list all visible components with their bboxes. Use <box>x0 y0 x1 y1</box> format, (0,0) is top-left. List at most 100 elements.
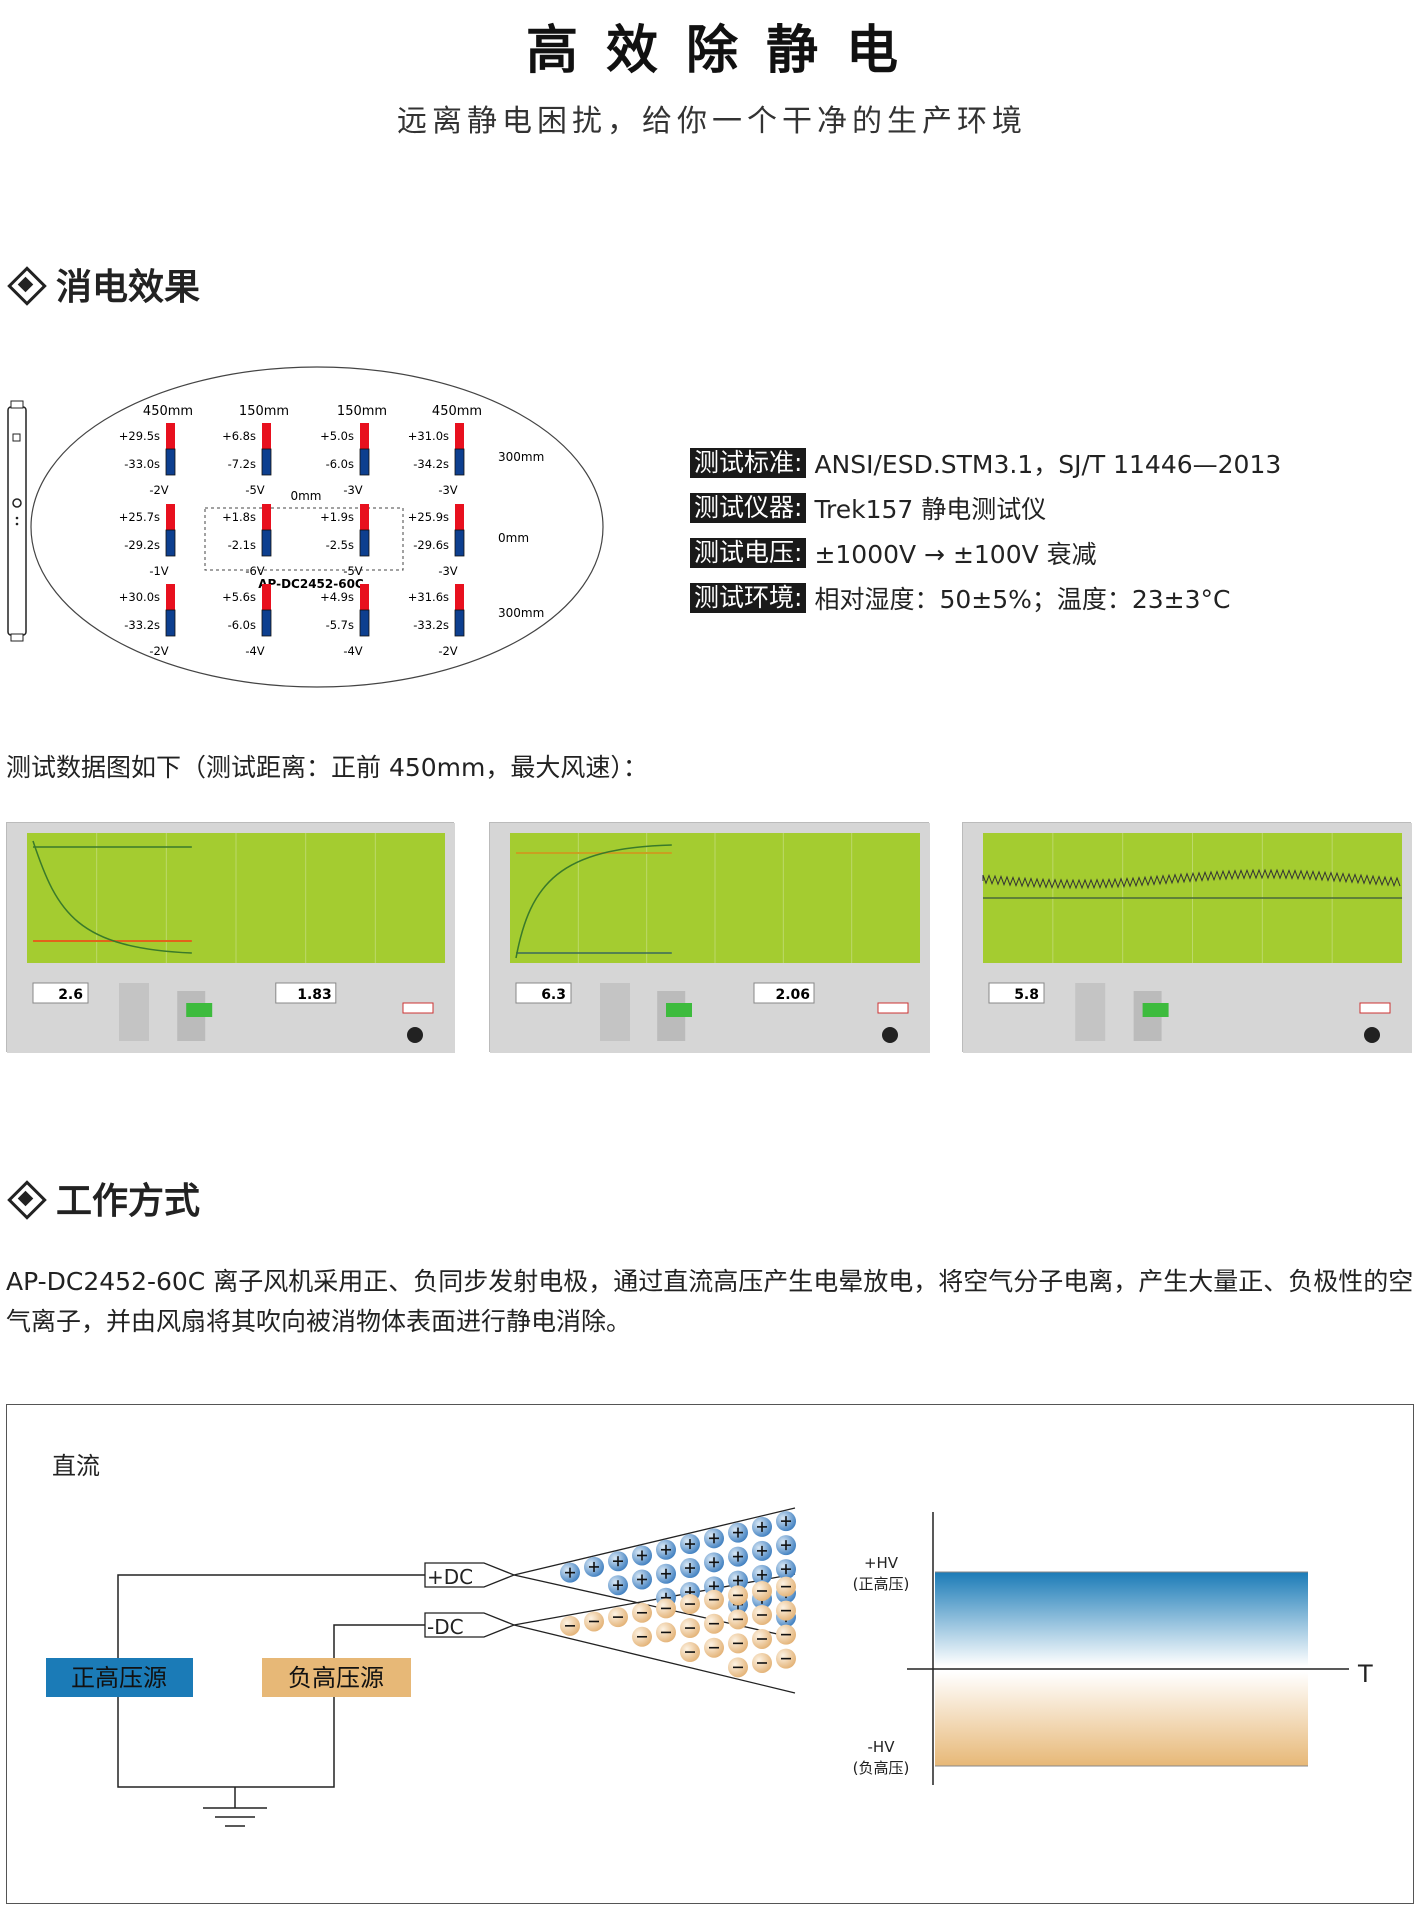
negative-hv-source: 负高压源 <box>262 1658 411 1697</box>
pos-electrode: +DC <box>424 1562 516 1589</box>
negative-ion-icon <box>752 1580 772 1601</box>
negative-hv-band <box>935 1672 1308 1766</box>
negative-ion-icon <box>704 1613 724 1634</box>
positive-decay-bar <box>360 504 369 530</box>
measurement-cell: +29.5s-33.0s-2V <box>119 423 176 497</box>
negative-ion-icon <box>776 1648 796 1669</box>
negative-ion-icon <box>704 1637 724 1658</box>
positive-ion-icon <box>752 1564 772 1585</box>
decay-time-value: 2.06 <box>775 987 810 1003</box>
negative-decay-time: -2.1s <box>228 538 256 552</box>
positive-ion-icon <box>680 1558 700 1579</box>
plate-voltage-value: 6.3 <box>541 987 566 1003</box>
test-info-value: 相对湿度：50±5%；温度：23±3°C <box>814 585 1231 614</box>
negative-ion-icon <box>632 1626 652 1647</box>
measurement-cell: +31.6s-33.2s-2V <box>408 584 465 658</box>
measurement-cell: +30.0s-33.2s-2V <box>119 584 176 658</box>
negative-ion-icon <box>680 1642 700 1663</box>
trek-test-screenshot: 6.3 2.06 <box>489 822 930 1053</box>
offset-voltage: -6V <box>245 564 264 578</box>
negative-ion-icon <box>728 1609 748 1630</box>
measurement-cell: +25.9s-29.6s-3V <box>408 504 465 578</box>
column-distance-label: 450mm <box>432 404 482 419</box>
positive-decay-time: +1.8s <box>222 510 256 524</box>
negative-decay-bar <box>261 448 272 476</box>
negative-decay-time: -33.2s <box>413 618 449 632</box>
test-info-label: 测试环境: <box>690 583 807 613</box>
test-info-value: ANSI/ESD.STM3.1，SJ/T 11446—2013 <box>814 450 1282 479</box>
negative-ion-icon <box>728 1633 748 1654</box>
row-distance-label: 300mm <box>498 606 544 620</box>
test-info-row: 测试环境:相对湿度：50±5%；温度：23±3°C <box>690 580 1230 616</box>
negative-ion-icon <box>632 1602 652 1623</box>
measurement-cell: +1.9s-2.5s-5V <box>320 504 370 578</box>
positive-ion-icon <box>752 1540 772 1561</box>
neg-electrode: -DC <box>424 1612 516 1639</box>
dc-diagram-frame <box>6 1404 1414 1904</box>
time-axis-label: T <box>1357 1660 1373 1688</box>
positive-ion-icon <box>704 1552 724 1573</box>
positive-decay-bar <box>455 584 464 610</box>
positive-ion-icon <box>656 1563 676 1584</box>
measurement-cell: +5.6s-6.0s-4V <box>222 584 272 658</box>
coverage-ellipse <box>30 366 604 688</box>
positive-decay-time: +1.9s <box>320 510 354 524</box>
positive-ion-icon <box>584 1556 604 1577</box>
test-info-label: 测试电压: <box>690 538 807 568</box>
positive-decay-bar <box>166 584 175 610</box>
positive-decay-bar <box>360 584 369 610</box>
positive-ion-icon <box>776 1511 796 1532</box>
negative-decay-time: -2.5s <box>326 538 354 552</box>
offset-voltage: -4V <box>343 644 362 658</box>
test-info-value: Trek157 静电测试仪 <box>814 495 1047 524</box>
circuit-wires <box>117 1574 425 1827</box>
positive-decay-bar <box>455 504 464 530</box>
negative-ion-icon <box>704 1589 724 1610</box>
negative-decay-bar <box>165 448 176 476</box>
decay-time-value: 1.83 <box>297 987 332 1003</box>
positive-decay-time: +29.5s <box>119 429 160 443</box>
positive-ion-icon <box>728 1570 748 1591</box>
positive-ion-icon <box>776 1559 796 1580</box>
measurement-cell: +6.8s-7.2s-5V <box>222 423 272 497</box>
svg-text:负高压源: 负高压源 <box>288 1664 384 1692</box>
test-info-label: 测试仪器: <box>690 493 807 523</box>
column-distance-label: 150mm <box>239 404 289 419</box>
page-subtitle: 远离静电困扰，给你一个干净的生产环境 <box>397 104 1027 139</box>
negative-decay-bar <box>261 609 272 637</box>
negative-ion-icon <box>728 1585 748 1606</box>
positive-decay-time: +25.9s <box>408 510 449 524</box>
positive-decay-time: +4.9s <box>320 590 354 604</box>
negative-ion-icon <box>608 1607 628 1628</box>
negative-ion-icon <box>776 1600 796 1621</box>
negative-decay-bar <box>261 529 272 557</box>
positive-hv-band <box>935 1572 1308 1666</box>
negative-decay-time: -6.0s <box>228 618 256 632</box>
working-description: AP-DC2452-60C 离子风机采用正、负同步发射电极，通过直流高压产生电晕… <box>6 1267 1414 1336</box>
offset-voltage: -3V <box>438 564 457 578</box>
negative-ion-icon <box>752 1604 772 1625</box>
positive-decay-time: +5.0s <box>320 429 354 443</box>
negative-ion-icon <box>752 1628 772 1649</box>
negative-decay-time: -34.2s <box>413 457 449 471</box>
screenshot-plot: 5.8 <box>963 823 1412 1053</box>
negative-decay-bar <box>454 448 465 476</box>
positive-decay-time: +30.0s <box>119 590 160 604</box>
negative-ion-icon <box>776 1576 796 1597</box>
negative-decay-bar <box>165 529 176 557</box>
test-info-row: 测试标准:ANSI/ESD.STM3.1，SJ/T 11446—2013 <box>690 445 1281 481</box>
negative-ion-icon <box>584 1611 604 1632</box>
trek-test-screenshot: 5.8 <box>962 822 1412 1053</box>
negative-decay-time: -33.0s <box>124 457 160 471</box>
negative-decay-bar <box>359 448 370 476</box>
row-distance-label: 0mm <box>498 531 529 545</box>
svg-text:+HV: +HV <box>864 1554 899 1572</box>
positive-decay-bar <box>166 504 175 530</box>
positive-decay-bar <box>262 423 271 449</box>
negative-decay-time: -33.2s <box>124 618 160 632</box>
positive-ion-icon <box>704 1528 724 1549</box>
positive-decay-bar <box>360 423 369 449</box>
